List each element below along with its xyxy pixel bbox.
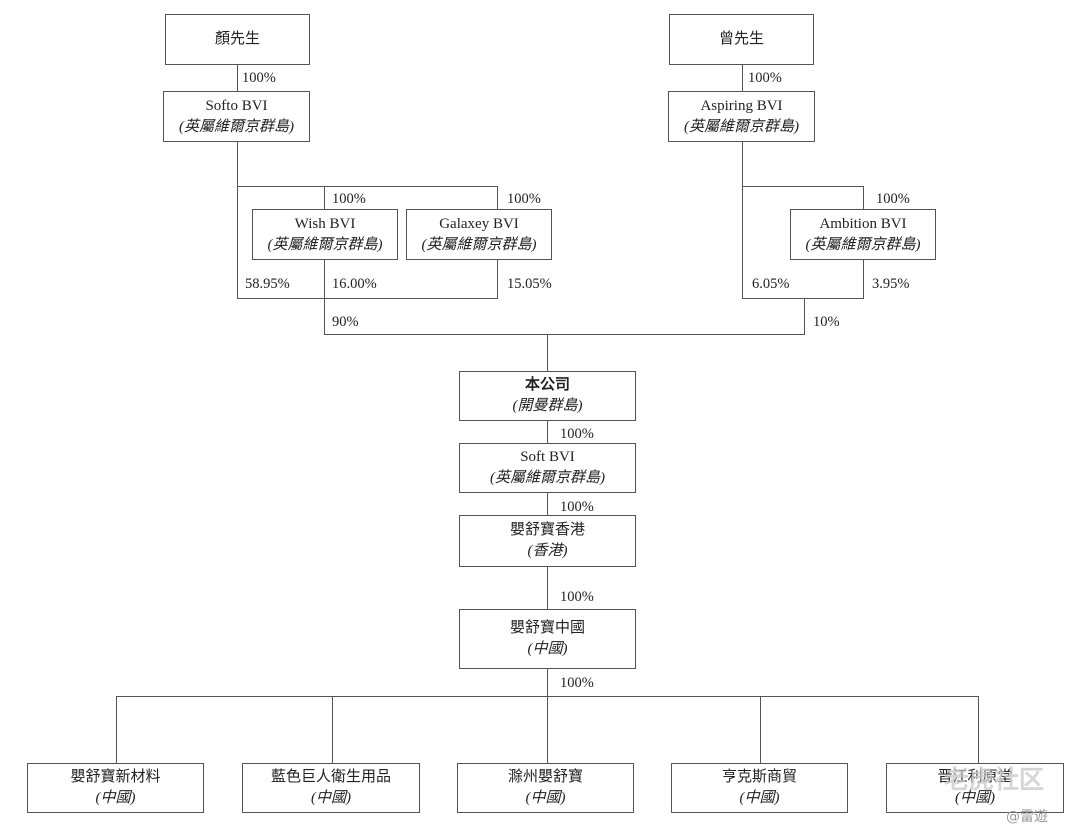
connector-line xyxy=(237,186,498,188)
entity-jurisdiction: (開曼群島) xyxy=(512,398,583,414)
ownership-label: 100% xyxy=(332,191,366,207)
connector-line xyxy=(978,696,980,764)
connector-line xyxy=(324,259,326,335)
entity-galaxey-bvi: Galaxey BVI (英屬維爾京群島) xyxy=(406,209,552,260)
entity-name: Aspiring BVI xyxy=(700,97,783,114)
connector-line xyxy=(237,141,239,299)
ownership-label: 15.05% xyxy=(507,276,552,292)
entity-company: 本公司 (開曼群島) xyxy=(459,371,636,421)
connector-line xyxy=(237,298,498,300)
entity-name: 藍色巨人衛生用品 xyxy=(270,769,391,785)
connector-line xyxy=(760,696,762,764)
ownership-label: 100% xyxy=(560,499,594,515)
entity-wish-bvi: Wish BVI (英屬維爾京群島) xyxy=(252,209,398,260)
entity-jurisdiction: (香港) xyxy=(527,543,568,559)
entity-china: 嬰舒寶中國 (中國) xyxy=(459,609,636,669)
connector-line xyxy=(547,334,549,372)
entity-jurisdiction: (英屬維爾京群島) xyxy=(421,236,537,253)
entity-name: 嬰舒寶香港 xyxy=(509,522,585,538)
entity-name: 亨克斯商貿 xyxy=(721,769,797,785)
entity-ambition-bvi: Ambition BVI (英屬維爾京群島) xyxy=(790,209,936,260)
entity-name: Wish BVI xyxy=(294,215,356,232)
connector-line xyxy=(742,141,744,299)
connector-line xyxy=(742,186,864,188)
connector-line xyxy=(547,566,549,610)
ownership-label: 100% xyxy=(560,426,594,442)
entity-name: Galaxey BVI xyxy=(439,215,519,232)
entity-blue-giant: 藍色巨人衛生用品 (中國) xyxy=(242,763,420,813)
entity-name: 顏先生 xyxy=(214,31,260,47)
entity-jurisdiction: (英屬維爾京群島) xyxy=(490,470,605,486)
entity-jurisdiction: (中國) xyxy=(311,790,351,806)
watermark-brand: 老虎社区 xyxy=(944,765,1045,794)
connector-line xyxy=(547,492,549,516)
ownership-label: 100% xyxy=(560,675,594,691)
entity-name: 嬰舒寶中國 xyxy=(509,620,585,636)
connector-line xyxy=(332,696,334,764)
ownership-label: 16.00% xyxy=(332,276,377,292)
entity-jurisdiction: (中國) xyxy=(95,790,136,806)
ownership-label: 100% xyxy=(876,191,910,207)
connector-line xyxy=(324,186,326,210)
connector-line xyxy=(116,696,118,764)
entity-aspiring-bvi: Aspiring BVI (英屬維爾京群島) xyxy=(668,91,815,142)
connector-line xyxy=(863,186,865,210)
entity-name: Ambition BVI xyxy=(819,215,907,232)
entity-mr-zeng: 曾先生 xyxy=(669,14,814,65)
entity-jurisdiction: (中國) xyxy=(739,790,780,806)
entity-hengke: 亨克斯商貿 (中國) xyxy=(671,763,848,813)
entity-name: 嬰舒寶新材料 xyxy=(70,769,161,785)
ownership-label: 6.05% xyxy=(752,276,790,292)
ownership-label: 100% xyxy=(242,70,276,86)
entity-name: Softo BVI xyxy=(205,97,268,114)
ownership-label: 100% xyxy=(748,70,782,86)
connector-line xyxy=(497,259,499,299)
ownership-label: 100% xyxy=(507,191,541,207)
entity-name: 晋江利原堂 xyxy=(937,769,1013,785)
entity-mr-yan: 顏先生 xyxy=(165,14,310,65)
connector-line xyxy=(863,259,865,299)
ownership-label: 90% xyxy=(332,314,359,330)
ownership-label: 3.95% xyxy=(872,276,910,292)
connector-line xyxy=(742,64,744,92)
entity-chuzhou: 滁州嬰舒寶 (中國) xyxy=(457,763,634,813)
entity-jurisdiction: (中國) xyxy=(955,790,995,806)
entity-hk: 嬰舒寶香港 (香港) xyxy=(459,515,636,567)
connector-line xyxy=(804,298,806,335)
ownership-label: 100% xyxy=(560,589,594,605)
connector-line xyxy=(497,186,499,210)
entity-softo-bvi: Softo BVI (英屬維爾京群島) xyxy=(163,91,310,142)
ownership-label: 58.95% xyxy=(245,276,290,292)
entity-name: 滁州嬰舒寶 xyxy=(507,769,583,785)
entity-jurisdiction: (中國) xyxy=(525,790,566,806)
entity-last-subsidiary: 晋江利原堂 (中國) xyxy=(886,763,1064,813)
entity-jurisdiction: (英屬維爾京群島) xyxy=(267,236,383,253)
connector-line xyxy=(742,298,864,300)
connector-line xyxy=(547,668,549,697)
ownership-label: 10% xyxy=(813,314,840,330)
entity-jurisdiction: (英屬維爾京群島) xyxy=(805,236,921,253)
entity-name: 曾先生 xyxy=(718,31,764,47)
connector-line xyxy=(237,64,239,92)
entity-new-materials: 嬰舒寶新材料 (中國) xyxy=(27,763,204,813)
entity-name: Soft BVI xyxy=(520,449,575,465)
connector-line xyxy=(324,334,805,336)
connector-line xyxy=(547,696,549,764)
entity-jurisdiction: (英屬維爾京群島) xyxy=(179,118,294,135)
watermark-handle: @雷遊 xyxy=(1006,809,1048,825)
entity-jurisdiction: (中國) xyxy=(527,641,568,657)
entity-name: 本公司 xyxy=(524,377,570,393)
connector-line xyxy=(547,420,549,444)
entity-jurisdiction: (英屬維爾京群島) xyxy=(684,118,799,135)
entity-soft-bvi: Soft BVI (英屬維爾京群島) xyxy=(459,443,636,493)
